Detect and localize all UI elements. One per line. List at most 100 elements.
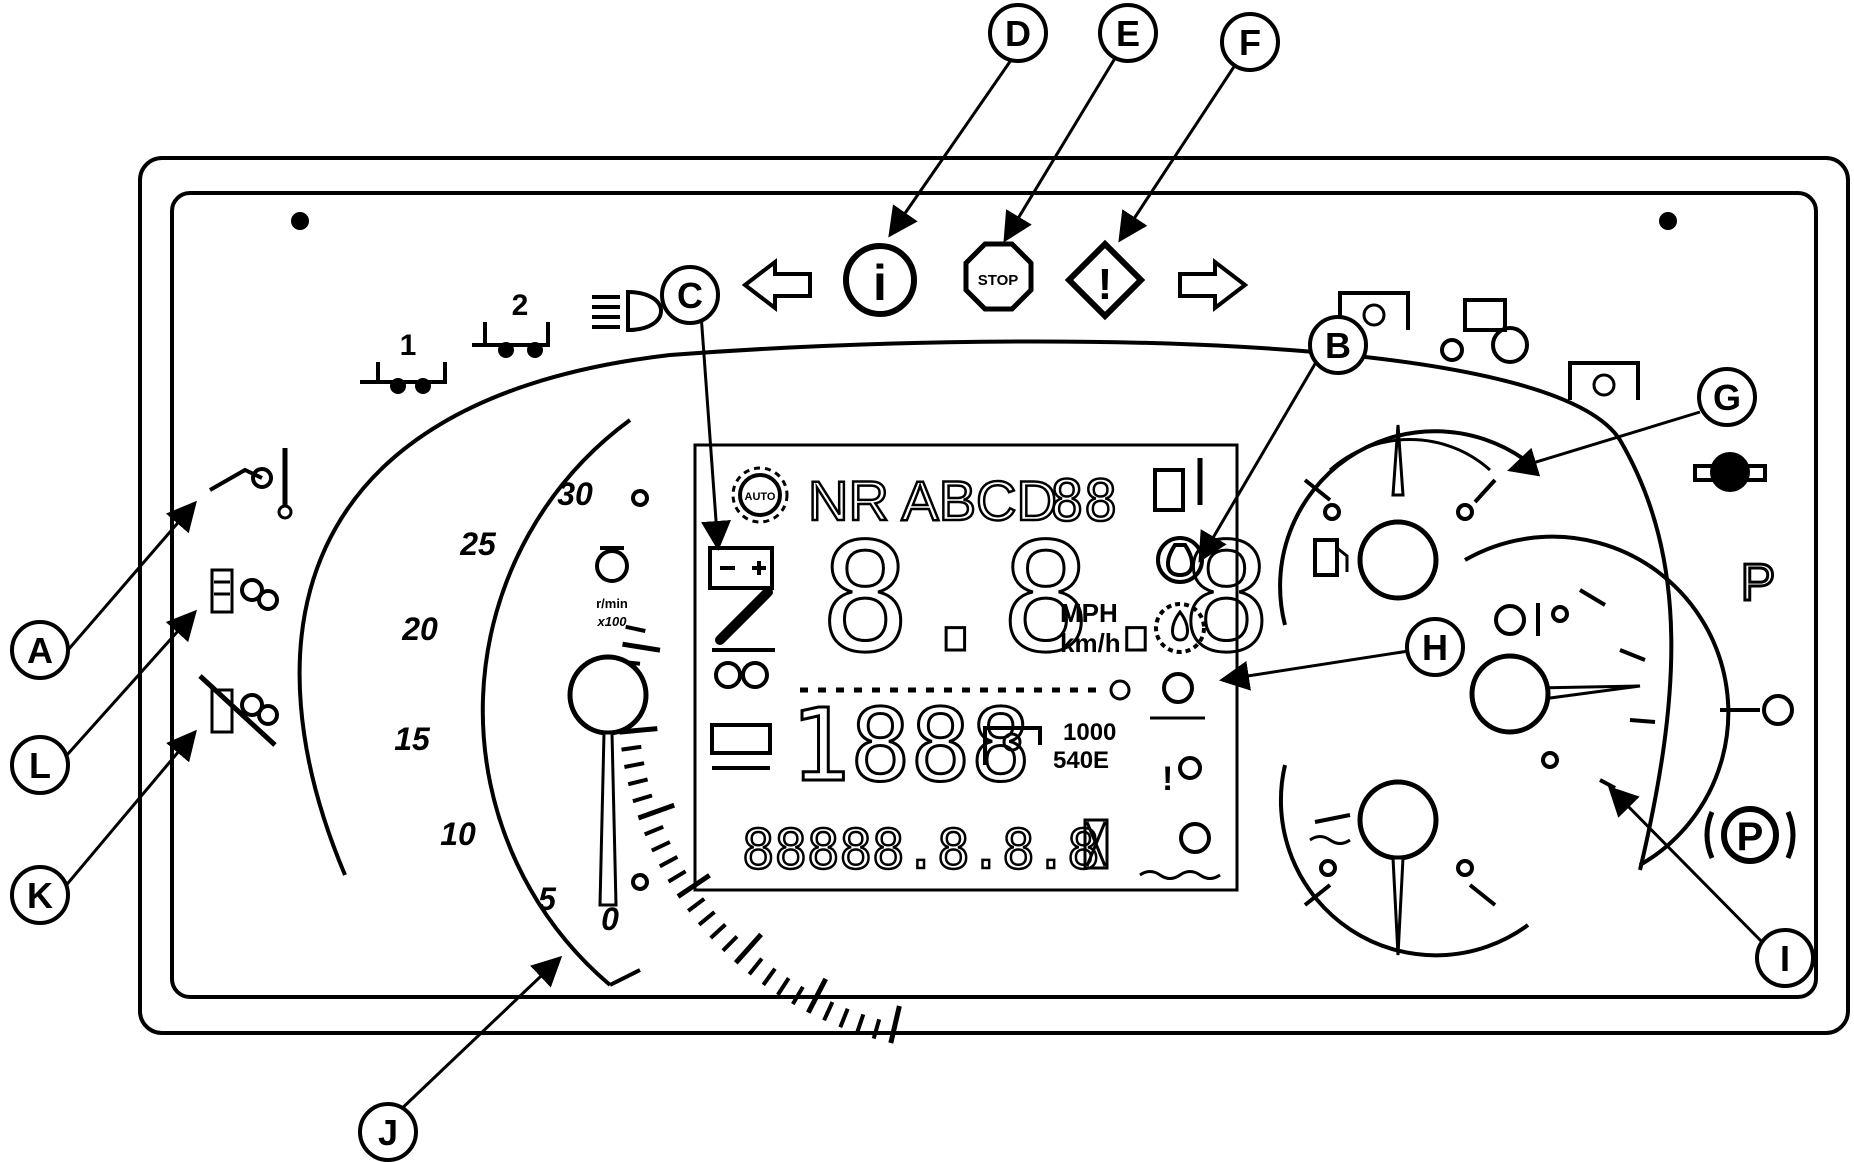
- lift-warning-icon: !: [1162, 756, 1202, 798]
- callouts: A B C D E F G H I J K L: [10, 3, 1815, 1162]
- tach-unit-x100: x100: [597, 614, 628, 629]
- lcd-pto-digits: 1888: [790, 687, 1031, 804]
- coolant-temp-gauge: [1464, 534, 1731, 867]
- callout-h: H: [1405, 617, 1465, 677]
- tach-tick: [687, 897, 706, 913]
- tach-label-10: 10: [440, 816, 476, 852]
- stop-text: STOP: [978, 272, 1019, 289]
- manual-service-icon: [710, 723, 772, 770]
- tach-tick: [733, 932, 763, 965]
- warning-icon: !: [1064, 239, 1146, 321]
- park-icon: P: [1741, 554, 1776, 612]
- tach-tick: [624, 761, 645, 769]
- svg-text:C: C: [677, 275, 703, 316]
- callout-e: E: [1098, 3, 1158, 63]
- tach-label-5: 5: [538, 881, 557, 917]
- tach-tick: [619, 726, 658, 735]
- callout-g: G: [1697, 367, 1757, 427]
- tach-tick: [721, 935, 739, 953]
- tach-tick: [822, 1001, 835, 1022]
- air-filter-icon: [210, 568, 279, 614]
- callout-c: C: [660, 265, 720, 325]
- tach-needle-hub: [567, 654, 649, 736]
- hydraulic-oil-temp-icon: [1153, 458, 1203, 512]
- auto-gear-icon: AUTO: [731, 466, 789, 524]
- svg-text:E: E: [1116, 13, 1140, 54]
- tach-label-0: 0: [601, 901, 619, 937]
- svg-text:G: G: [1713, 377, 1741, 418]
- tach-tick: [838, 1007, 850, 1029]
- slip-icon: [712, 587, 775, 689]
- differential-lock-icon: [1693, 452, 1767, 492]
- callout-f: F: [1220, 12, 1280, 72]
- tachometer: 0 5 10 15 20 25 30 r/min x100: [394, 418, 902, 1044]
- svg-text:B: B: [1325, 325, 1351, 366]
- svg-text:K: K: [27, 875, 53, 916]
- lcd-mode-digits: 88: [1050, 469, 1117, 534]
- screw-top-left: [291, 212, 309, 230]
- lcd-display: AUTO NR ABCD 88 8.8.8 MPH km/h 1888: [693, 443, 1273, 892]
- tach-tick: [888, 1005, 902, 1044]
- screw-top-right: [1659, 212, 1677, 230]
- water-in-fuel-icon: [1139, 822, 1221, 880]
- tach-tick: [709, 923, 727, 940]
- tach-needle: [598, 731, 618, 907]
- tach-tick: [621, 744, 642, 752]
- svg-text:2: 2: [512, 289, 529, 322]
- tractor-icon: [1440, 298, 1529, 364]
- tachometer-ticks: [617, 624, 902, 1044]
- air-filter-off-icon: [198, 674, 279, 747]
- tach-label-15: 15: [394, 721, 431, 757]
- svg-text:AUTO: AUTO: [745, 491, 776, 503]
- cluster-housing: [138, 156, 1850, 1035]
- fuel-icon: [1313, 538, 1349, 577]
- brake-pressure-icon: [1150, 672, 1205, 720]
- tach-label-30: 30: [557, 476, 593, 512]
- lcd-odometer: 88888.8.8.8: [742, 818, 1100, 881]
- engine-oil-icon: [595, 546, 629, 583]
- pto-front-icon: [1338, 291, 1410, 330]
- callout-b: B: [1308, 315, 1368, 375]
- svg-text:!: !: [1162, 760, 1173, 798]
- svg-text:H: H: [1422, 627, 1448, 668]
- tach-tick: [627, 777, 649, 787]
- trailer-1-icon: 1: [360, 329, 447, 394]
- tach-tick: [637, 802, 676, 821]
- lcd-mode-text: NR ABCD: [808, 469, 1057, 532]
- engine-coolant-temp-icon: [209, 448, 293, 520]
- stop-icon: STOP: [963, 241, 1034, 312]
- engine-coolant-icon: [1494, 603, 1540, 636]
- svg-text:I: I: [1780, 938, 1790, 979]
- tach-tick: [622, 641, 661, 653]
- svg-text:!: !: [1098, 260, 1113, 309]
- turn-left-arrow-icon: [741, 257, 812, 313]
- tach-indicator-lower: [631, 873, 649, 891]
- tach-tick: [658, 855, 679, 869]
- tach-indicator-upper: [631, 489, 649, 507]
- parking-brake-icon: P: [1704, 806, 1796, 864]
- tach-tick: [632, 793, 653, 804]
- lcd-speed-unit-mph: MPH: [1060, 598, 1118, 628]
- lcd-speed-digits: 8.8.8: [820, 512, 1272, 686]
- tach-tick: [667, 869, 687, 884]
- tach-tick: [643, 824, 664, 837]
- svg-text:P: P: [1737, 815, 1764, 859]
- tach-tick: [806, 977, 828, 1014]
- svg-text:A: A: [27, 630, 53, 671]
- tach-unit-rpm: r/min: [596, 596, 628, 611]
- svg-text:J: J: [378, 1112, 398, 1153]
- svg-text:L: L: [29, 745, 51, 786]
- rear-hitch-icon: [1720, 694, 1794, 726]
- pto-icon: [983, 726, 1042, 765]
- target-icon: [1109, 679, 1131, 701]
- callout-j: J: [358, 1102, 418, 1162]
- tach-tick: [747, 957, 764, 976]
- lcd-speed-unit-kmh: km/h: [1060, 628, 1121, 658]
- callout-k: K: [10, 865, 70, 925]
- svg-text:F: F: [1239, 22, 1261, 63]
- pto-rear-icon: [1568, 361, 1640, 400]
- hourglass-icon: [1083, 818, 1109, 870]
- info-icon: i: [843, 243, 917, 317]
- svg-text:1: 1: [400, 329, 417, 362]
